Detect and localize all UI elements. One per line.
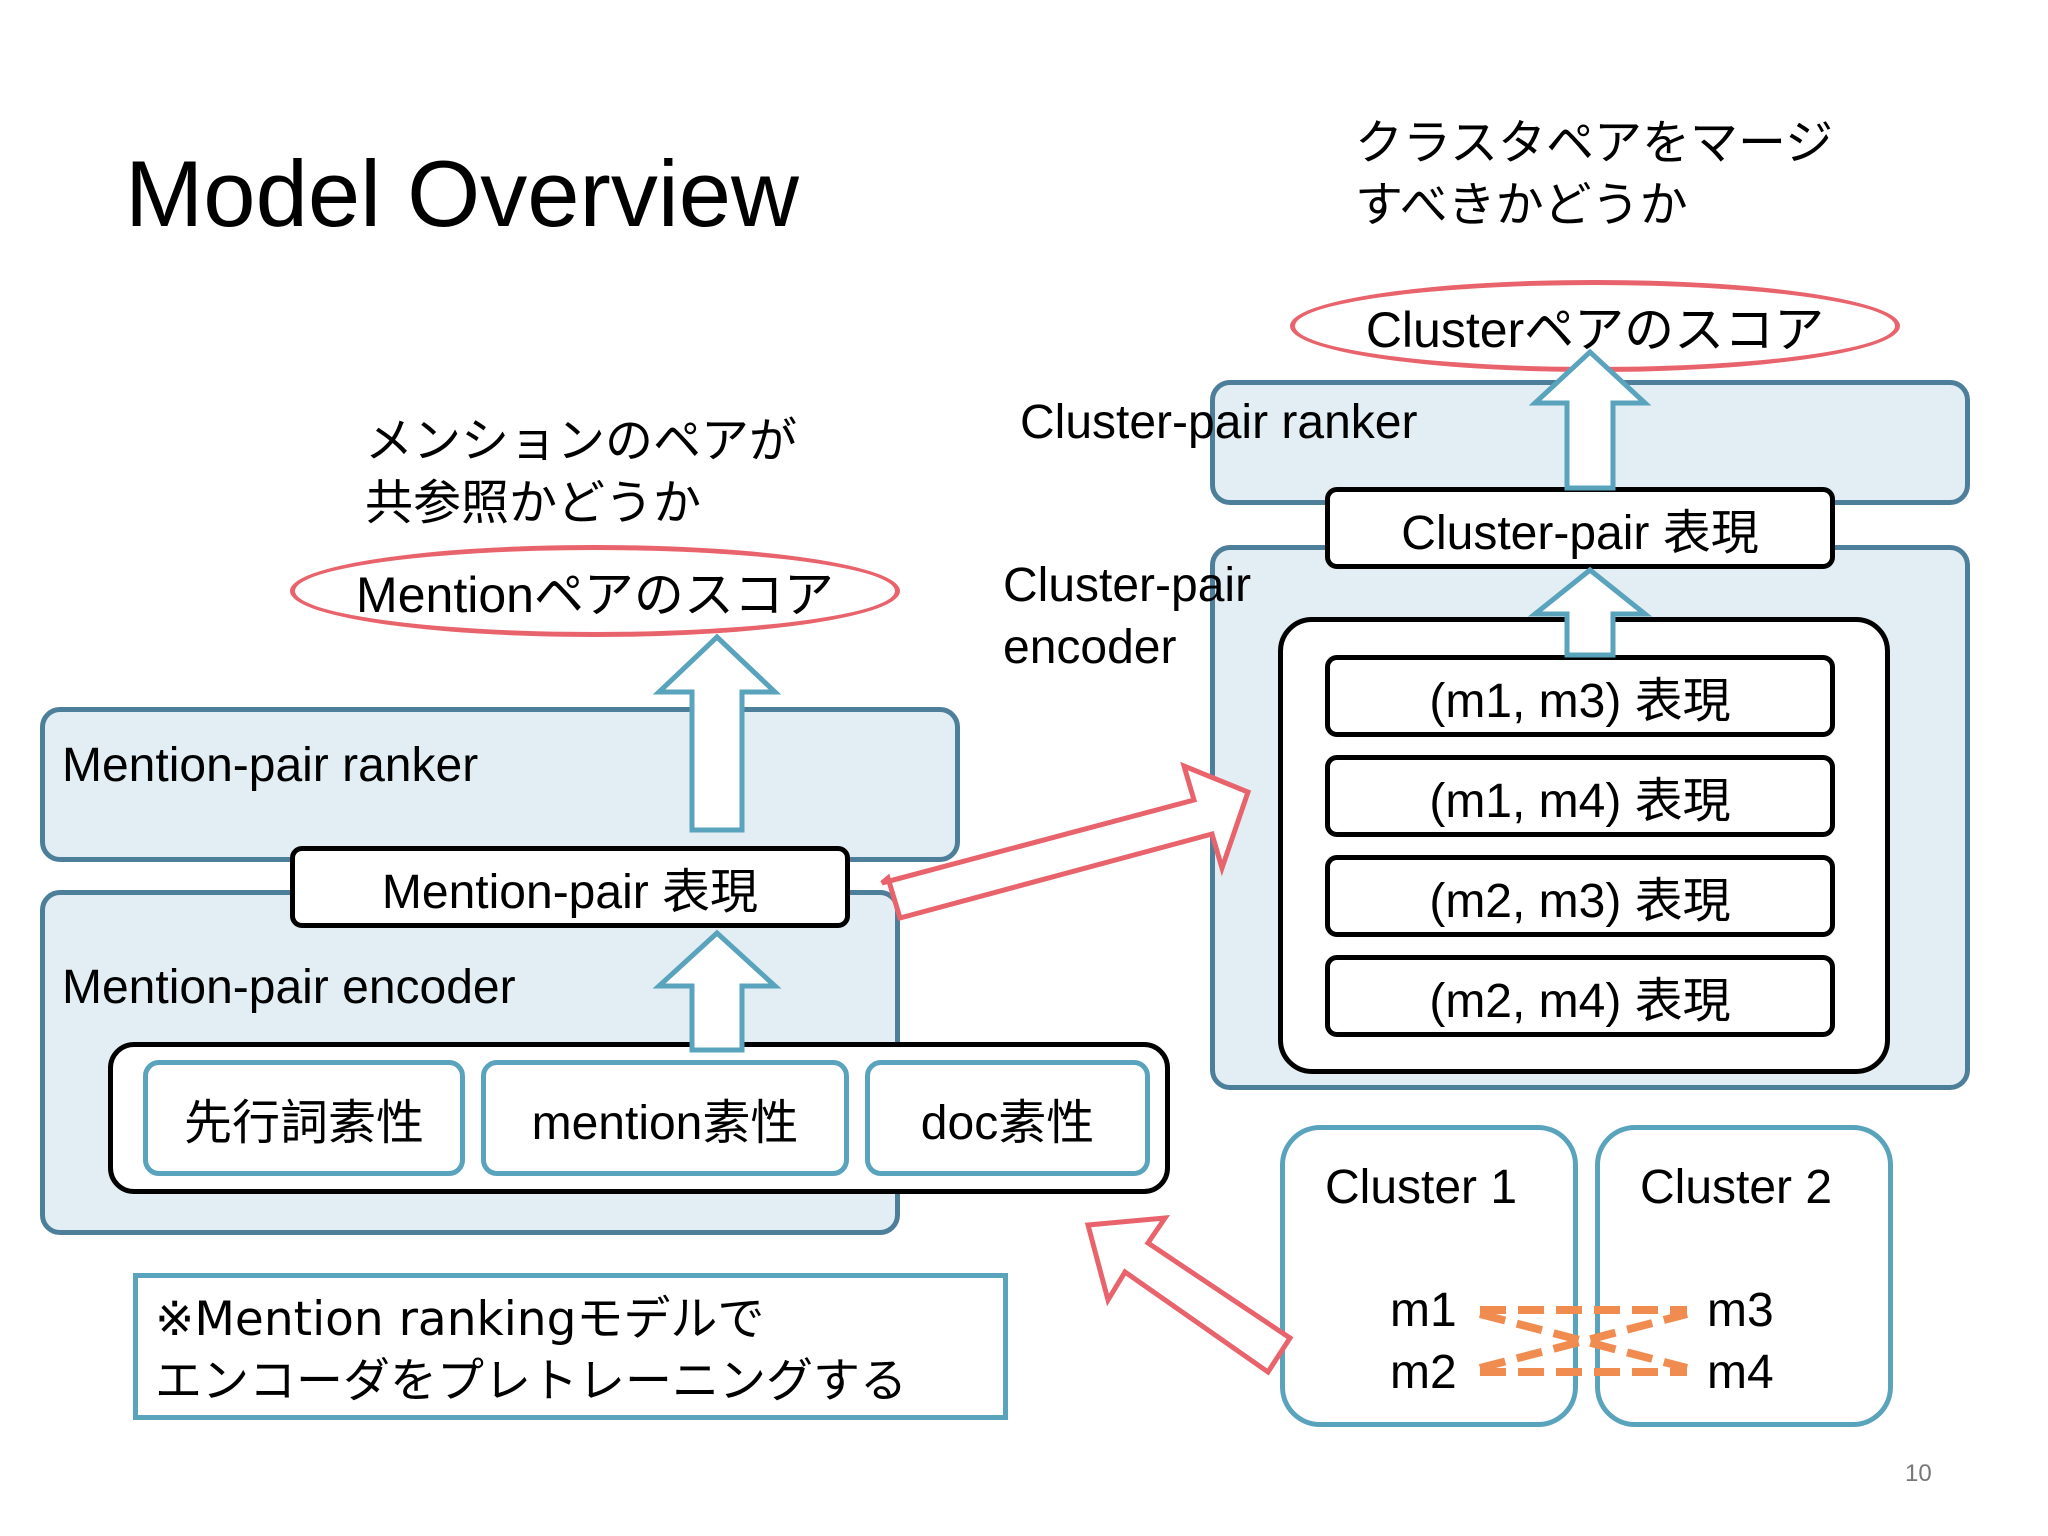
cluster-pair-ranker-label: Cluster-pair ranker [1020, 396, 1418, 449]
mention-goal-text: メンションのペアが 共参照かどうか [365, 410, 797, 534]
up-arrow-to-mention-score [652, 633, 782, 833]
cluster-goal-line1: クラスタペアをマージ [1355, 115, 1834, 171]
mention-m3: m3 [1707, 1284, 1774, 1337]
cluster-1-title: Cluster 1 [1325, 1161, 1518, 1214]
mention-pair-representation: Mention-pair 表現 [290, 846, 850, 928]
link-m1-m4 [1478, 1310, 1689, 1372]
doc-features-box: doc素性 [865, 1060, 1150, 1176]
cluster-pair-encoder-label-line1: Cluster-pair [1003, 559, 1252, 612]
cluster-pair-encoder-label-line2: encoder [1003, 621, 1177, 674]
link-m2-m3 [1478, 1310, 1689, 1372]
pair-representation-m1-m3: (m1, m3) 表現 [1325, 655, 1835, 737]
red-arrow-to-cluster-encoder [880, 761, 1252, 922]
mention-m4: m4 [1707, 1346, 1774, 1399]
cluster-pair-score-oval: Clusterペアのスコア [1290, 280, 1900, 372]
pretrain-note-line1: ※Mention rankingモデルで [155, 1292, 765, 1347]
red-arrow-from-clusters [1084, 1215, 1294, 1376]
mention-features-box: mention素性 [481, 1060, 849, 1176]
slide-title: Model Overview [125, 141, 799, 246]
page-number: 10 [1905, 1460, 1932, 1487]
pretrain-note-box [133, 1273, 1008, 1420]
mention-m1: m1 [1390, 1284, 1457, 1337]
pair-representation-m1-m4: (m1, m4) 表現 [1325, 755, 1835, 837]
mention-goal-line2: 共参照かどうか [365, 475, 702, 531]
pair-representation-m2-m3: (m2, m3) 表現 [1325, 855, 1835, 937]
mention-m2: m2 [1390, 1346, 1457, 1399]
cluster-pair-encoder-label: Cluster-pair encoder [1003, 555, 1251, 679]
cluster-1-box [1280, 1125, 1578, 1427]
mention-pair-score-oval: Mentionペアのスコア [290, 545, 900, 637]
mention-pair-ranker-panel [40, 707, 960, 862]
mention-pair-encoder-label: Mention-pair encoder [62, 961, 516, 1014]
mention-pair-ranker-label: Mention-pair ranker [62, 739, 479, 792]
up-arrow-to-cluster-rep [1527, 566, 1653, 658]
pair-representation-m2-m4: (m2, m4) 表現 [1325, 955, 1835, 1037]
cluster-goal-text: クラスタペアをマージ すべきかどうか [1355, 112, 1833, 236]
cluster-goal-line2: すべきかどうか [1355, 177, 1688, 233]
up-arrow-encoder-to-mention-rep [652, 929, 782, 1053]
mention-links [1478, 1306, 1689, 1376]
pretrain-note-line2: エンコーダをプレトレーニングする [155, 1354, 907, 1409]
pretrain-note-text: ※Mention rankingモデルで エンコーダをプレトレーニングする [155, 1289, 907, 1413]
antecedent-features-box: 先行詞素性 [143, 1060, 465, 1176]
cluster-2-title: Cluster 2 [1640, 1161, 1833, 1214]
up-arrow-to-cluster-score [1528, 348, 1652, 491]
cluster-2-box [1595, 1125, 1893, 1427]
cluster-pair-representation: Cluster-pair 表現 [1325, 487, 1835, 569]
mention-goal-line1: メンションのペアが [365, 413, 798, 469]
